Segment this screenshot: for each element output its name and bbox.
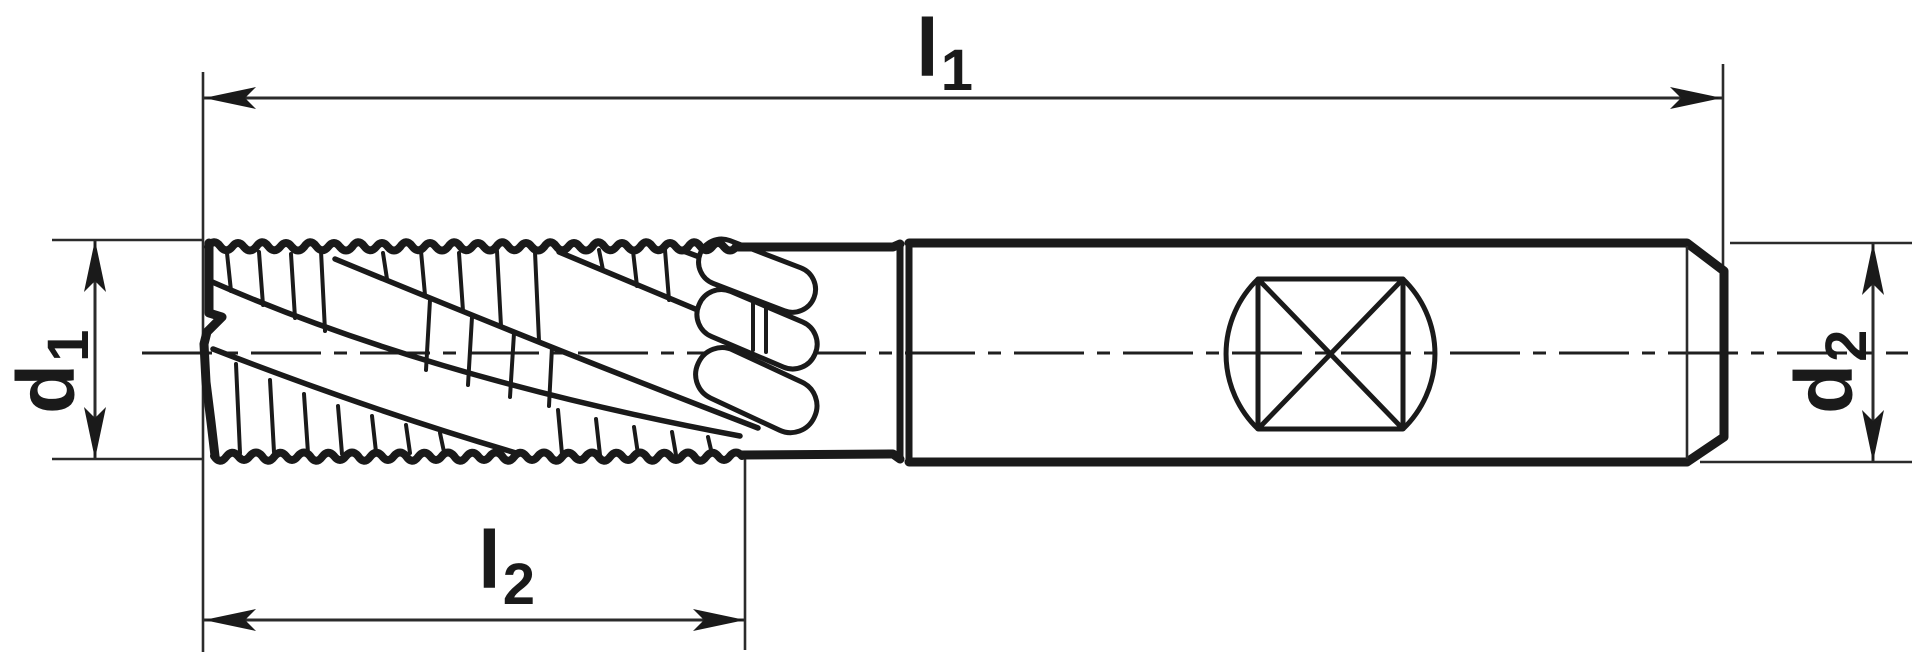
- d2-arrow-bottom: [1862, 410, 1884, 462]
- flat-symbol-arc-left: [1223, 277, 1260, 431]
- serrated-edge-bottom: [210, 448, 746, 465]
- flute-runout-caps: [693, 236, 820, 436]
- d1-arrow-bottom: [84, 407, 106, 459]
- end-face-edge: [199, 238, 227, 461]
- shank-outline: [904, 238, 1729, 467]
- d1-arrow-top: [84, 240, 106, 292]
- flute-line: [210, 346, 519, 456]
- dimension-d1: d1: [1, 240, 106, 459]
- flute-line: [207, 278, 743, 439]
- dimension-l1: l1: [204, 3, 1722, 109]
- serration-ticks: [225, 248, 714, 457]
- flat-symbol-cross: [1256, 277, 1405, 431]
- neck-edge-top: [731, 239, 905, 252]
- clamping-flat-symbol: [1223, 276, 1438, 432]
- flute-section: [199, 236, 820, 465]
- runout-cap: [693, 345, 820, 436]
- shank-section: [904, 238, 1729, 467]
- l1-arrow-right: [1670, 87, 1722, 109]
- l2-arrow-right: [693, 609, 745, 631]
- l2-label: l2: [478, 515, 535, 617]
- d1-label: d1: [1, 330, 101, 414]
- l1-label: l1: [916, 3, 973, 103]
- dimension-l2: l2: [204, 515, 745, 631]
- serrated-edge-top: [204, 238, 740, 255]
- neck-section: [731, 239, 913, 465]
- flute-line: [332, 256, 761, 431]
- runout-ticks: [751, 299, 768, 354]
- dimension-d2: d2: [1779, 243, 1884, 462]
- flat-symbol-square: [1255, 276, 1406, 432]
- extension-lines: [52, 64, 1912, 652]
- flat-symbol-arc-right: [1401, 277, 1438, 431]
- d2-label: d2: [1779, 330, 1879, 414]
- l1-arrow-left: [204, 87, 256, 109]
- neck-edge-bottom: [737, 449, 905, 464]
- d2-arrow-top: [1862, 243, 1884, 295]
- l2-arrow-left: [204, 609, 256, 631]
